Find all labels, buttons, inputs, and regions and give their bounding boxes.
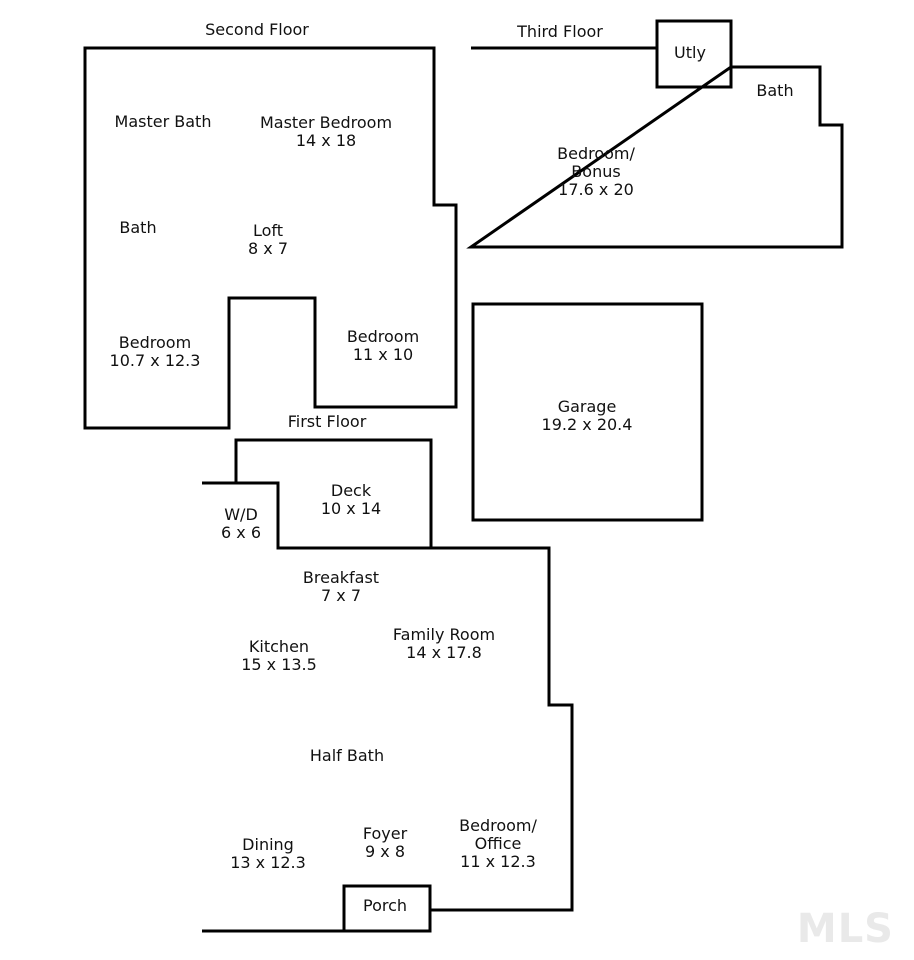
mls-watermark: MLS bbox=[796, 906, 894, 952]
second-floor-outline bbox=[83, 46, 458, 430]
room-loft: Loft 8 x 7 bbox=[248, 221, 288, 258]
second-floor-title: Second Floor bbox=[205, 20, 309, 39]
porch-outline bbox=[342, 884, 432, 933]
utility-box bbox=[655, 19, 733, 89]
third-floor-title: Third Floor bbox=[517, 22, 603, 41]
first-floor-title: First Floor bbox=[287, 412, 367, 431]
room-porch: Porch bbox=[362, 896, 408, 915]
room-wd: W/D 6 x 6 bbox=[221, 505, 261, 542]
room-master-bedroom: Master Bedroom 14 x 18 bbox=[259, 113, 393, 150]
room-kitchen: Kitchen 15 x 13.5 bbox=[241, 637, 317, 674]
first-floor-outline bbox=[202, 481, 574, 933]
room-bedroom-office: Bedroom/ Office 11 x 12.3 bbox=[459, 816, 537, 871]
room-master-bath: Master Bath bbox=[114, 112, 212, 131]
room-deck: Deck 10 x 14 bbox=[320, 481, 382, 518]
room-utly: Utly bbox=[674, 43, 706, 62]
room-foyer: Foyer 9 x 8 bbox=[362, 824, 408, 861]
room-breakfast: Breakfast 7 x 7 bbox=[302, 568, 380, 605]
room-bedroom-bonus: Bedroom/ Bonus 17.6 x 20 bbox=[557, 144, 635, 199]
third-floor-outline bbox=[466, 46, 844, 249]
room-bedroom-b: Bedroom 11 x 10 bbox=[346, 327, 420, 364]
deck-outline bbox=[234, 438, 433, 548]
garage-outline bbox=[471, 302, 704, 522]
room-bedroom-a: Bedroom 10.7 x 12.3 bbox=[109, 333, 201, 370]
room-garage: Garage 19.2 x 20.4 bbox=[541, 397, 633, 434]
room-dining: Dining 13 x 12.3 bbox=[230, 835, 306, 872]
room-family-room: Family Room 14 x 17.8 bbox=[392, 625, 496, 662]
room-half-bath: Half Bath bbox=[309, 746, 385, 765]
room-bath-third: Bath bbox=[756, 81, 794, 100]
room-bath-second: Bath bbox=[119, 218, 157, 237]
